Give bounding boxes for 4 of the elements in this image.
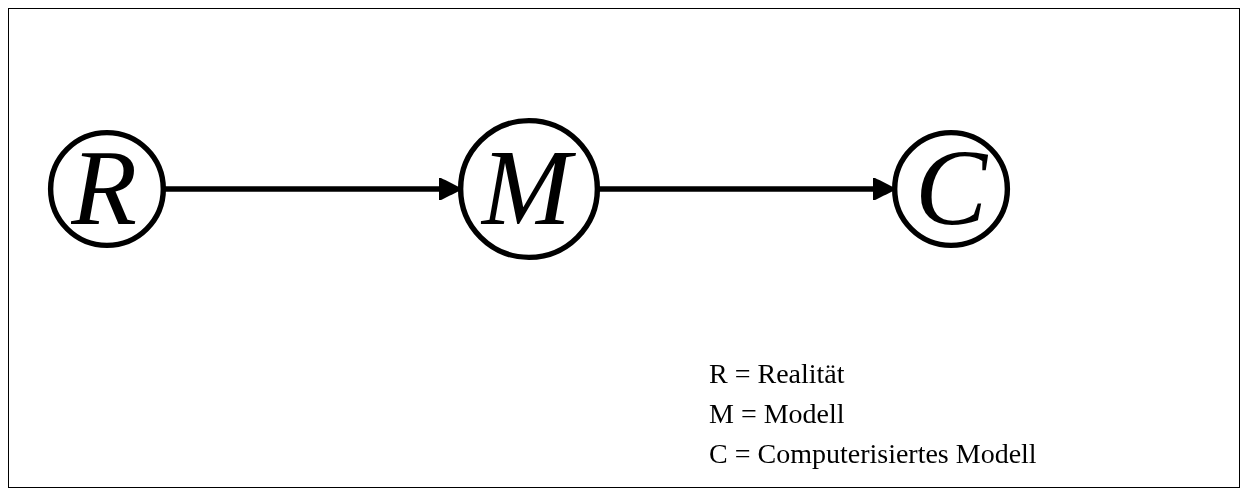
legend-text: C = Computerisiertes Modell: [709, 437, 1037, 471]
ellipse-node: M: [457, 117, 601, 261]
legend-text: M = Modell: [709, 397, 846, 431]
legend-text: R = Realität: [709, 357, 846, 391]
